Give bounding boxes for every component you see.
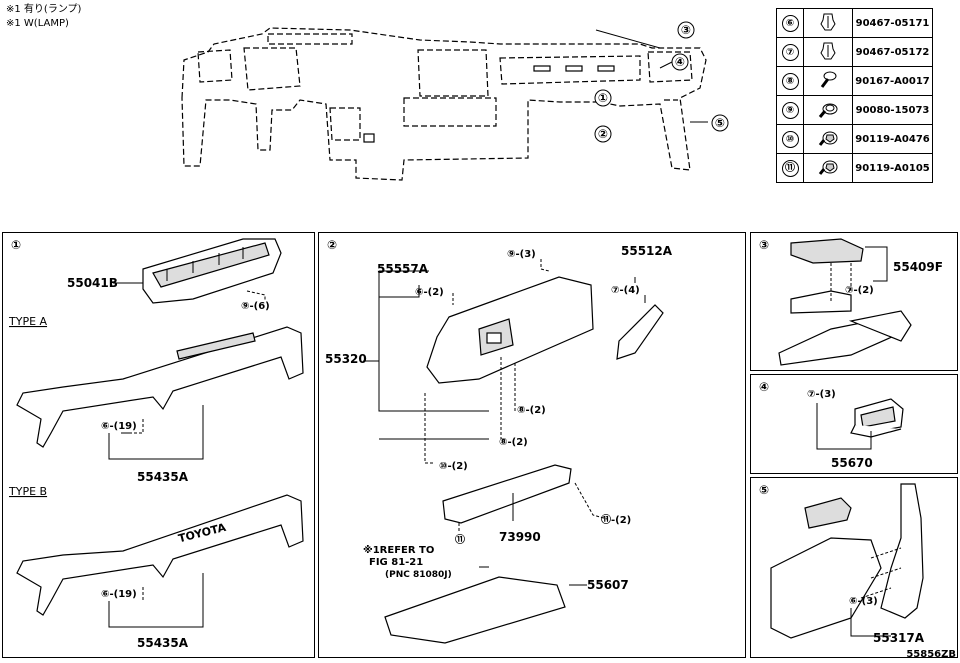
part-55317a-label: 55317A: [873, 631, 925, 645]
overview-callout-4: ④: [675, 55, 685, 69]
panel-2: ②: [318, 232, 746, 658]
part-number: 90167-A0017: [852, 66, 933, 96]
ref-number: ⑨: [781, 101, 799, 119]
panel-5-number: ⑤: [759, 483, 769, 497]
panel-3-number: ③: [759, 238, 769, 252]
part-55435a-b-label: 55435A: [137, 636, 189, 650]
part-55557a-label: 55557A: [377, 262, 429, 276]
qty-11: ⑪: [455, 533, 465, 546]
screw-washer-icon: [818, 103, 838, 122]
type-a-label: TYPE A: [8, 315, 48, 328]
panel-2-drawing: ②: [325, 238, 673, 644]
panel-5: ⑤ ⑥-(3) 55317A: [750, 477, 958, 658]
overview-callout-3: ③: [681, 23, 691, 37]
overview-callout-5: ⑤: [715, 116, 725, 130]
part-55435a-a-label: 55435A: [137, 470, 189, 484]
dashboard-overview: ③ ④ ① ② ⑤: [181, 21, 729, 181]
panel-1-number: ①: [11, 238, 21, 252]
panel-4: ④ ⑦-(3) 55670: [750, 374, 958, 474]
qty-6-19-b: ⑥-(19): [101, 589, 137, 600]
ref-number: ⑦: [781, 43, 799, 61]
qty-7-2: ⑦-(2): [845, 285, 874, 296]
screw-icon: [818, 71, 838, 93]
qty-8-2-a: ⑧-(2): [517, 405, 546, 416]
qty-6-19-a: ⑥-(19): [101, 421, 137, 432]
ref-number: ⑧: [781, 72, 799, 90]
qty-6-2: ⑥-(2): [415, 287, 444, 298]
qty-6-3: ⑥-(3): [849, 596, 878, 607]
figure-code: 55856ZB: [906, 649, 956, 660]
part-number: 90467-05172: [852, 37, 933, 67]
qty-9-6: ⑨-(6): [241, 301, 270, 312]
part-55670-label: 55670: [831, 456, 873, 470]
parts-table-row: ⑪ 90119-A0105: [776, 153, 933, 183]
panel-3-drawing: ③ 55409F ⑦-(2): [759, 238, 943, 366]
ref-number: ⑥: [781, 14, 799, 32]
part-55320-label: 55320: [325, 352, 367, 366]
part-55041b-label: 55041B: [67, 276, 118, 290]
type-b-label: TYPE B: [8, 485, 47, 498]
note-lamp-en: ※1 W(LAMP): [6, 18, 69, 29]
part-55512a-label: 55512A: [621, 244, 673, 258]
qty-7-3: ⑦-(3): [807, 389, 836, 400]
bolt-icon: [818, 160, 838, 180]
parts-table-row: ⑦ 90467-05172: [776, 37, 933, 67]
qty-7-4: ⑦-(4): [611, 285, 640, 296]
qty-10-2: ⑩-(2): [439, 461, 468, 472]
part-number: 90119-A0105: [852, 153, 933, 183]
refer-note-2: FIG 81-21: [369, 557, 423, 568]
overview-callout-1: ①: [598, 91, 608, 105]
panel-3: ③ 55409F ⑦-(2): [750, 232, 958, 371]
panel-4-drawing: ④ ⑦-(3) 55670: [759, 380, 904, 470]
parts-table-row: ⑩ 90119-A0476: [776, 124, 933, 154]
panel-1-drawing: ① 55041B ⑨-(6) TYPE A ⑥-(19) 55435A TYPE…: [8, 238, 304, 650]
qty-8-2-b: ⑧-(2): [499, 437, 528, 448]
ref-number: ⑩: [781, 130, 799, 148]
part-number: 90119-A0476: [852, 124, 933, 154]
part-55409f-label: 55409F: [893, 260, 943, 274]
clip-icon: [819, 42, 837, 64]
ref-number: ⑪: [781, 159, 799, 177]
parts-table: ⑥ 90467-05171 ⑦ 90467-05172 ⑧ 90167-A0017 ⑨ 900…: [776, 8, 933, 183]
part-number: 90467-05171: [852, 8, 933, 38]
refer-note-1: ※1REFER TO: [363, 544, 434, 556]
panel-4-number: ④: [759, 380, 769, 394]
qty-11-2: ⑪-(2): [601, 513, 631, 526]
panel-1: ① 55041B ⑨-(6) TYPE A ⑥-(19) 55435A TYPE…: [2, 232, 315, 658]
parts-table-row: ⑥ 90467-05171: [776, 8, 933, 38]
qty-9-3: ⑨-(3): [507, 249, 536, 260]
clip-icon: [819, 13, 837, 35]
part-55607-label: 55607: [587, 578, 629, 592]
parts-table-row: ⑧ 90167-A0017: [776, 66, 933, 96]
bolt-icon: [818, 131, 838, 151]
part-73990-label: 73990: [499, 530, 541, 544]
refer-note-3: (PNC 81080J): [385, 570, 452, 580]
overview-callout-2: ②: [598, 127, 608, 141]
parts-table-row: ⑨ 90080-15073: [776, 95, 933, 125]
panel-2-number: ②: [327, 238, 337, 252]
note-lamp-jp: ※1 有り(ランプ): [6, 4, 82, 15]
part-number: 90080-15073: [852, 95, 933, 125]
panel-5-drawing: ⑤ ⑥-(3) 55317A: [759, 483, 925, 645]
